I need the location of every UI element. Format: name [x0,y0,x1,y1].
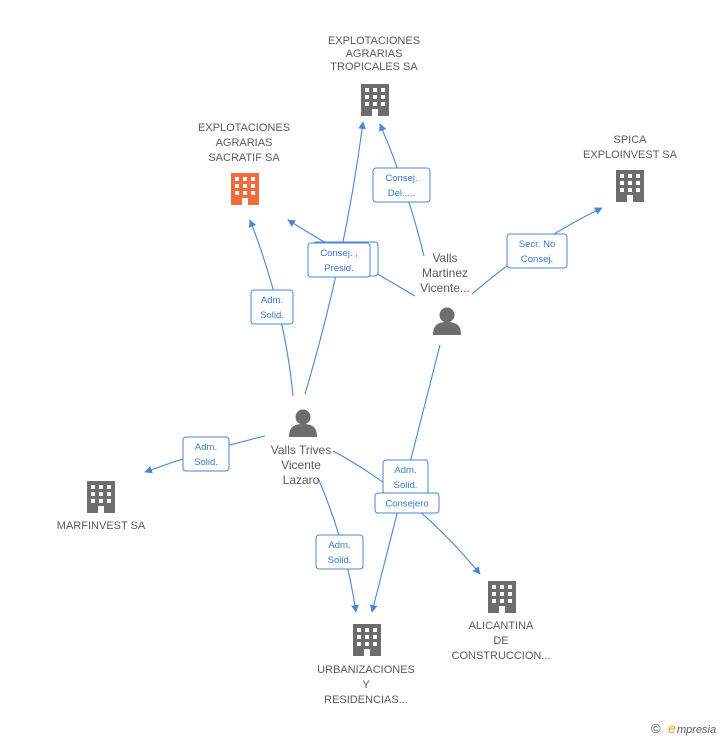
edge-label-box [372,167,431,203]
edge-label-vm-tropicales[interactable]: Consej. Del.,... [372,167,431,203]
footer: © e mpresia [651,720,716,736]
node-label[interactable]: SPICA [613,134,647,146]
node-marfinvest[interactable]: MARFINVEST SA [57,481,146,532]
building-icon[interactable] [231,173,259,205]
node-label[interactable]: Y [362,679,370,691]
node-label[interactable]: DE [493,635,508,647]
node-label[interactable]: Vicente [281,458,321,472]
node-label[interactable]: ALICANTINA [469,620,534,632]
brand-name[interactable]: mpresia [677,724,716,736]
node-label[interactable]: EXPLOTACIONES [198,122,290,134]
node-label[interactable]: Valls Trives [271,443,331,457]
edge-label-vt-urbanizaciones[interactable]: Adm. Solid. [315,534,364,570]
node-label[interactable]: MARFINVEST SA [57,520,146,532]
edge-labels-layer: Consej. Del.,... Consej. , Presid. Secr. No C… [182,167,568,570]
node-label[interactable]: TROPICALES SA [330,61,418,73]
edge-label-box [315,534,364,570]
edge-label-vt-marfinvest[interactable]: Adm. Solid. [182,436,230,472]
copyright-symbol: © [651,721,661,736]
edge-label-text: Solid. [328,555,352,566]
edge-label-text: Adm. [261,295,283,306]
edge-label-text: Presid. [324,263,354,274]
edge-label-vm-urbanizaciones[interactable]: Adm. Solid. [382,459,429,495]
person-icon[interactable] [433,307,461,336]
edge-label-text: Consejero [385,499,428,510]
node-label[interactable]: Vicente... [420,281,470,295]
edge-label-text: Solid. [394,480,418,491]
edge-label-text: Solid. [260,310,284,321]
edge-label-box [374,492,440,514]
node-label[interactable]: Valls [432,251,457,265]
node-label[interactable]: RESIDENCIAS... [324,694,408,706]
node-label[interactable]: AGRARIAS [216,137,273,149]
building-icon[interactable] [361,84,389,116]
edge-label-text: Adm. [394,465,416,476]
node-label[interactable]: CONSTRUCCION... [452,650,551,662]
edge-label-box [307,242,371,278]
edge-label-box [182,436,230,472]
node-label[interactable]: Lazaro [283,473,320,487]
node-label[interactable]: SACRATIF SA [208,152,280,164]
edge-label-vt-tropicales[interactable]: Consej. , Presid. [307,242,371,278]
brand-initial: e [668,720,676,736]
node-urbanizaciones[interactable]: URBANIZACIONES Y RESIDENCIAS... [317,624,415,706]
edge-label-text: Consej. , [320,248,358,259]
node-sacratif[interactable]: EXPLOTACIONES AGRARIAS SACRATIF SA [198,122,290,205]
node-label[interactable]: EXPLOTACIONES [328,35,420,47]
edge-label-text: Solid. [194,457,218,468]
node-alicantina[interactable]: ALICANTINA DE CONSTRUCCION... [452,581,551,662]
edge-label-text: Del.,... [388,188,415,199]
edge-label-text: Consej. [521,254,553,265]
node-label[interactable]: Martinez [422,266,468,280]
edge-label-box [250,289,294,325]
building-icon[interactable] [616,170,644,202]
building-icon[interactable] [353,624,381,656]
node-spica[interactable]: SPICA EXPLOINVEST SA [583,134,678,202]
node-label[interactable]: URBANIZACIONES [317,664,415,676]
node-label[interactable]: AGRARIAS [346,48,403,60]
edge-label-vt-alicantina[interactable]: Consejero [374,492,440,514]
person-icon[interactable] [289,409,317,438]
edge-label-vt-sacratif[interactable]: Adm. Solid. [250,289,294,325]
edge-label-box [506,233,568,269]
node-valls_martinez[interactable]: VallsMartinezVicente... [420,251,470,335]
node-label[interactable]: EXPLOINVEST SA [583,149,678,161]
edge-label-text: Consej. [385,173,417,184]
edge-label-vm-spica[interactable]: Secr. No Consej. [506,233,568,269]
edge-label-text: Secr. No [519,239,555,250]
building-icon[interactable] [488,581,516,613]
edge-label-text: Adm. [195,442,217,453]
edge-label-text: Adm. [328,540,350,551]
building-icon[interactable] [87,481,115,513]
